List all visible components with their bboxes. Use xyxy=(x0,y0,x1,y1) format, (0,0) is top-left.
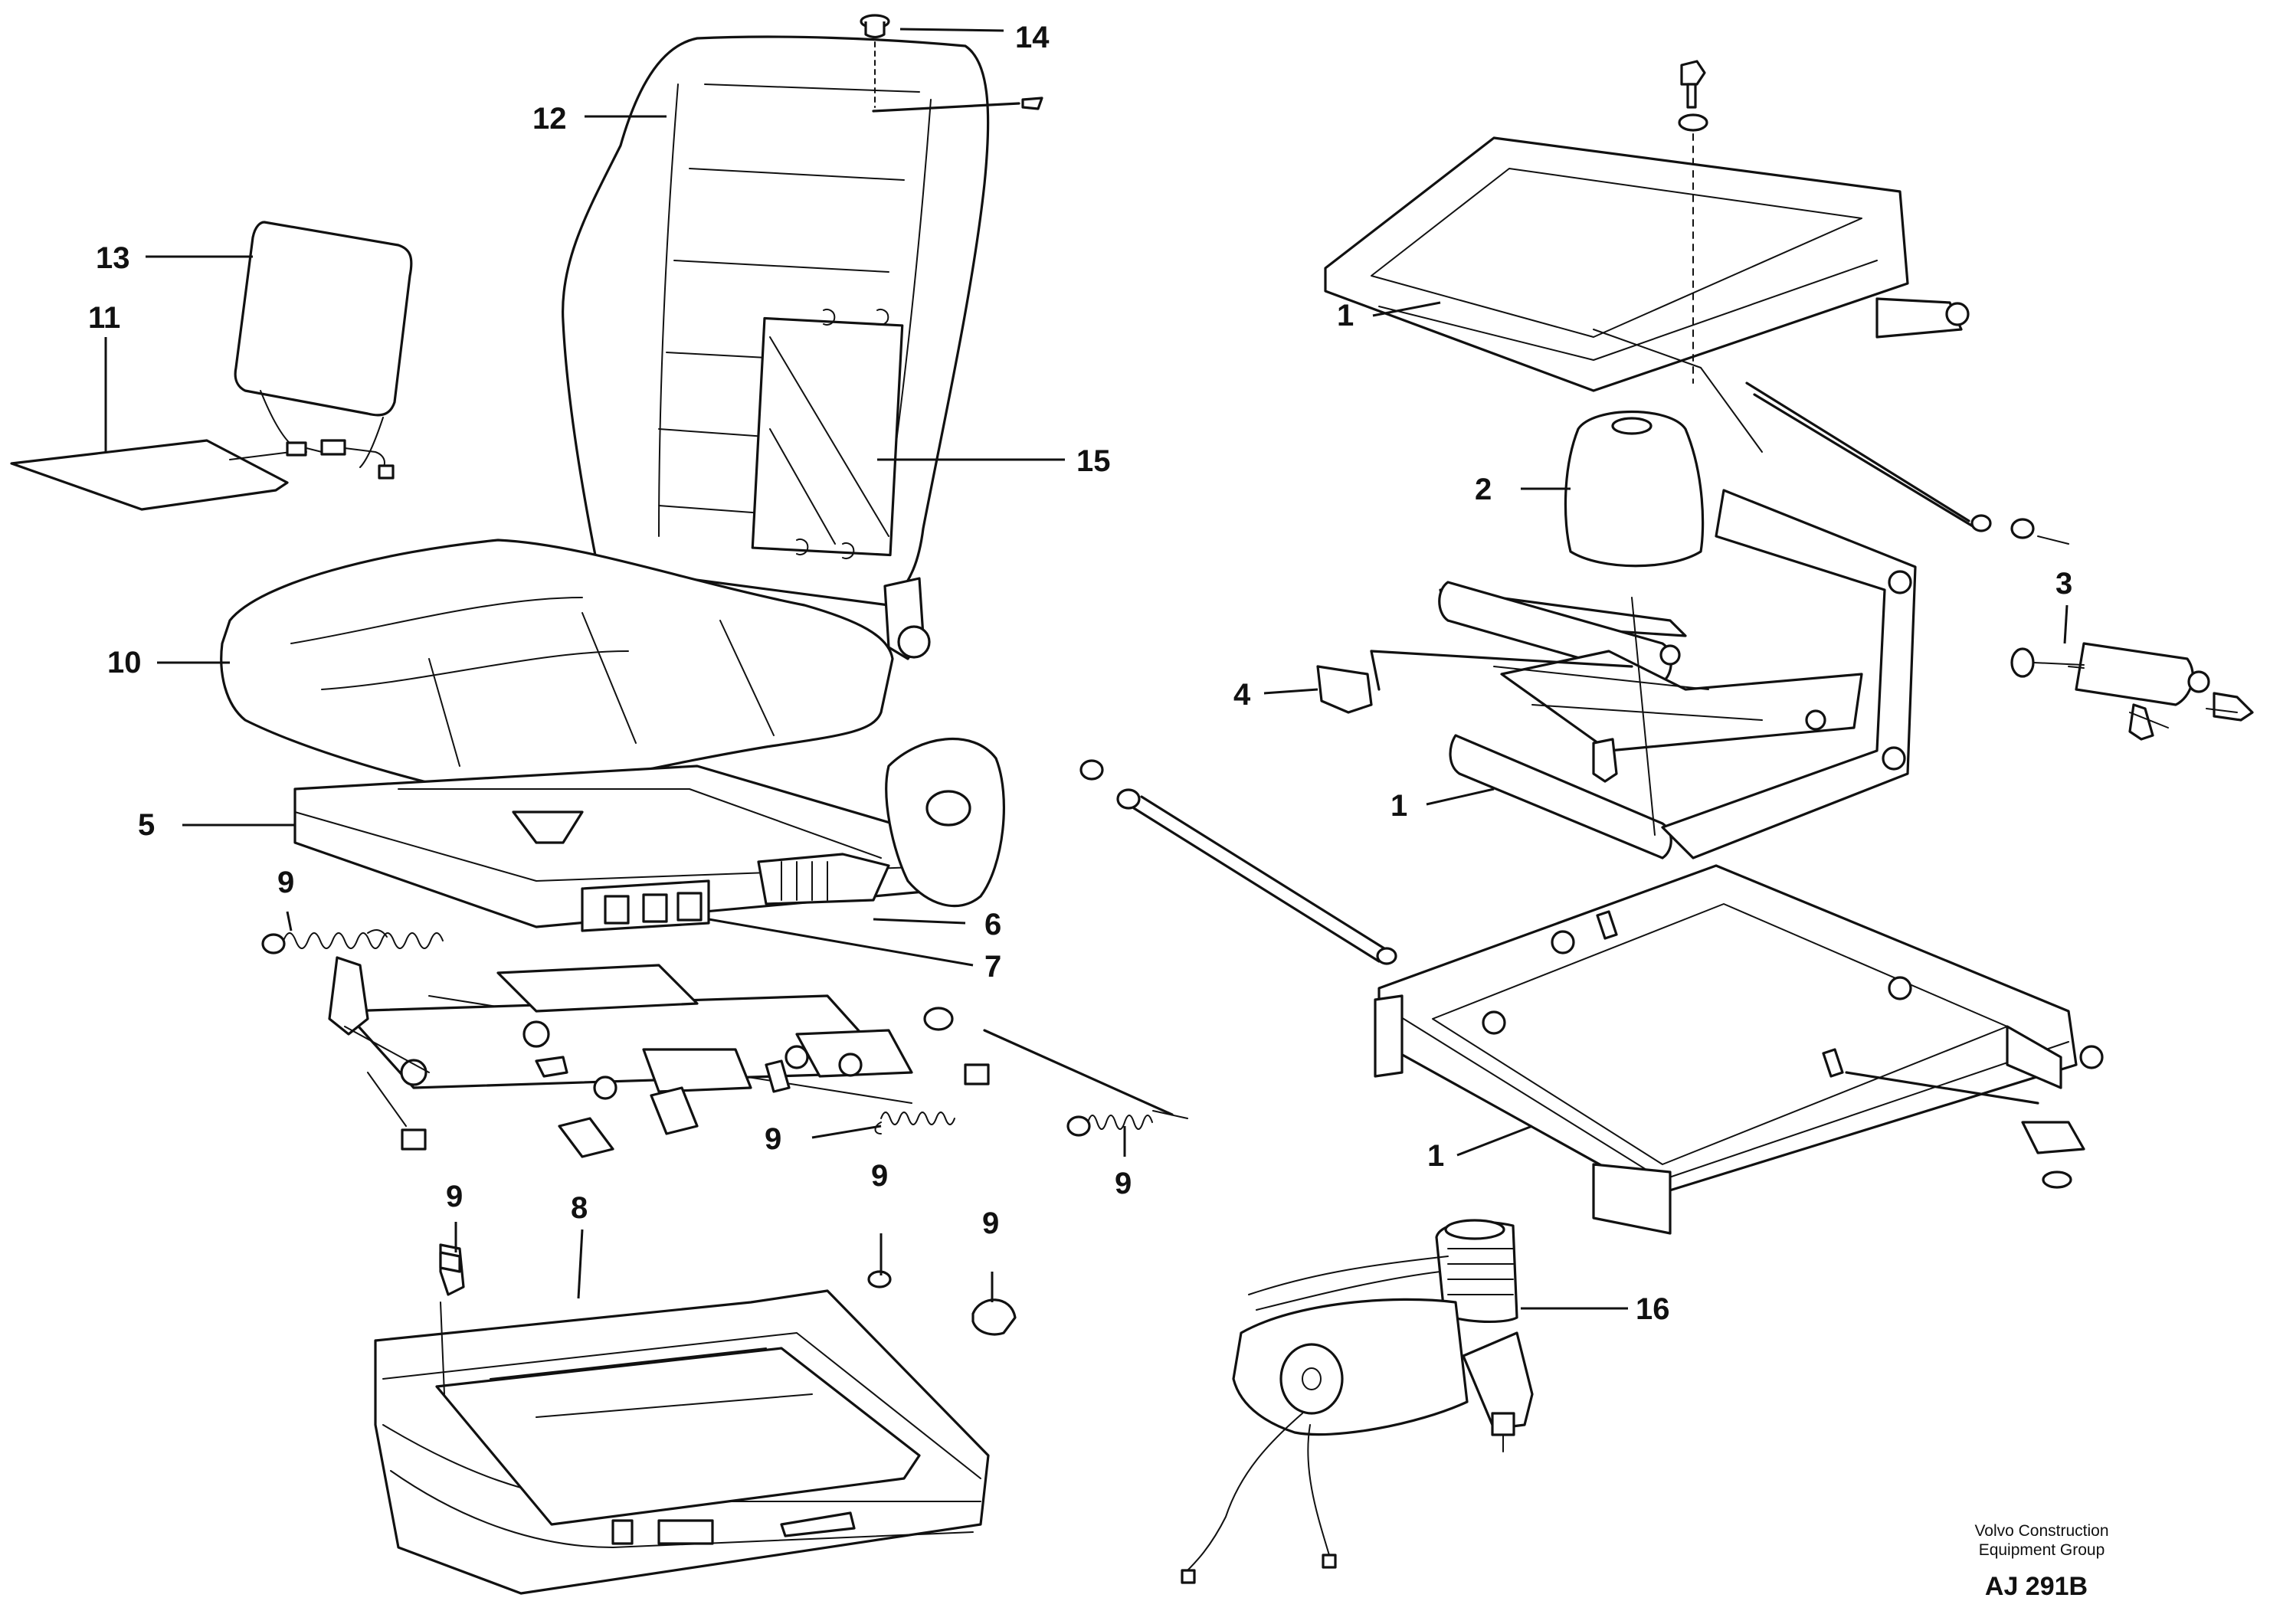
label-11: 11 xyxy=(88,301,120,335)
clip-part-4 xyxy=(1316,650,1633,714)
bottom-frame-part-1 xyxy=(1374,864,2104,1235)
slide-rail-assembly xyxy=(328,956,990,1158)
label-12: 12 xyxy=(532,102,567,136)
label-9-bottom-right: 9 xyxy=(982,1207,999,1240)
label-8: 8 xyxy=(571,1191,588,1225)
label-4: 4 xyxy=(1233,678,1251,712)
label-16: 16 xyxy=(1636,1292,1670,1326)
credit-block: Volvo Construction Equipment Group AJ 29… xyxy=(1974,1522,2108,1601)
callout-labels: 14 12 13 11 15 10 5 9 6 7 9 9 9 8 9 9 1 … xyxy=(88,21,2072,1326)
label-10: 10 xyxy=(107,646,142,679)
spring-right xyxy=(1066,1110,1188,1137)
shock-part-3 xyxy=(2010,642,2254,741)
label-9-upper-left: 9 xyxy=(277,866,294,899)
spring-middle xyxy=(874,1112,955,1135)
credit-line-1: Volvo Construction xyxy=(1974,1522,2108,1540)
knob-part-14 xyxy=(860,14,1043,113)
pointer-arrow-to-spring xyxy=(983,1029,1174,1116)
bolt-top xyxy=(1678,60,1708,384)
bumper-part-2 xyxy=(1564,410,1705,568)
compressor-part-16 xyxy=(1181,1219,1534,1584)
label-1-bottom: 1 xyxy=(1427,1139,1444,1173)
drawing-code: AJ 291B xyxy=(1985,1572,2088,1601)
label-2: 2 xyxy=(1475,473,1492,506)
label-1-top: 1 xyxy=(1337,299,1354,332)
label-14: 14 xyxy=(1015,21,1050,54)
label-9-right: 9 xyxy=(1115,1167,1132,1200)
top-frame-part-1 xyxy=(1324,136,1970,453)
pad-part-11 xyxy=(10,439,395,511)
cushion-part-10 xyxy=(220,539,894,798)
label-15: 15 xyxy=(1076,444,1111,478)
scissor-lift-part-1 xyxy=(1438,489,1917,859)
label-9-bottom-left: 9 xyxy=(446,1180,463,1213)
pad-part-13 xyxy=(234,221,413,468)
credit-line-2: Equipment Group xyxy=(1979,1541,2105,1559)
backrest-part-12 xyxy=(561,35,990,660)
label-9-bottom-mid: 9 xyxy=(871,1159,888,1193)
label-7: 7 xyxy=(984,950,1001,984)
handle-part-6 xyxy=(885,737,1006,908)
label-6: 6 xyxy=(984,908,1001,941)
small-hardware xyxy=(439,1251,461,1273)
label-5: 5 xyxy=(138,808,155,842)
housing-part-8 xyxy=(374,1243,1017,1595)
label-1-middle: 1 xyxy=(1390,789,1407,823)
seat-frame-part-5 xyxy=(293,765,959,932)
leader-lines xyxy=(104,28,2069,1310)
cross-rods xyxy=(1079,381,2069,965)
label-13: 13 xyxy=(96,241,130,275)
spring-upper-left xyxy=(261,929,444,954)
label-3: 3 xyxy=(2055,567,2072,601)
label-9-middle: 9 xyxy=(765,1122,781,1156)
